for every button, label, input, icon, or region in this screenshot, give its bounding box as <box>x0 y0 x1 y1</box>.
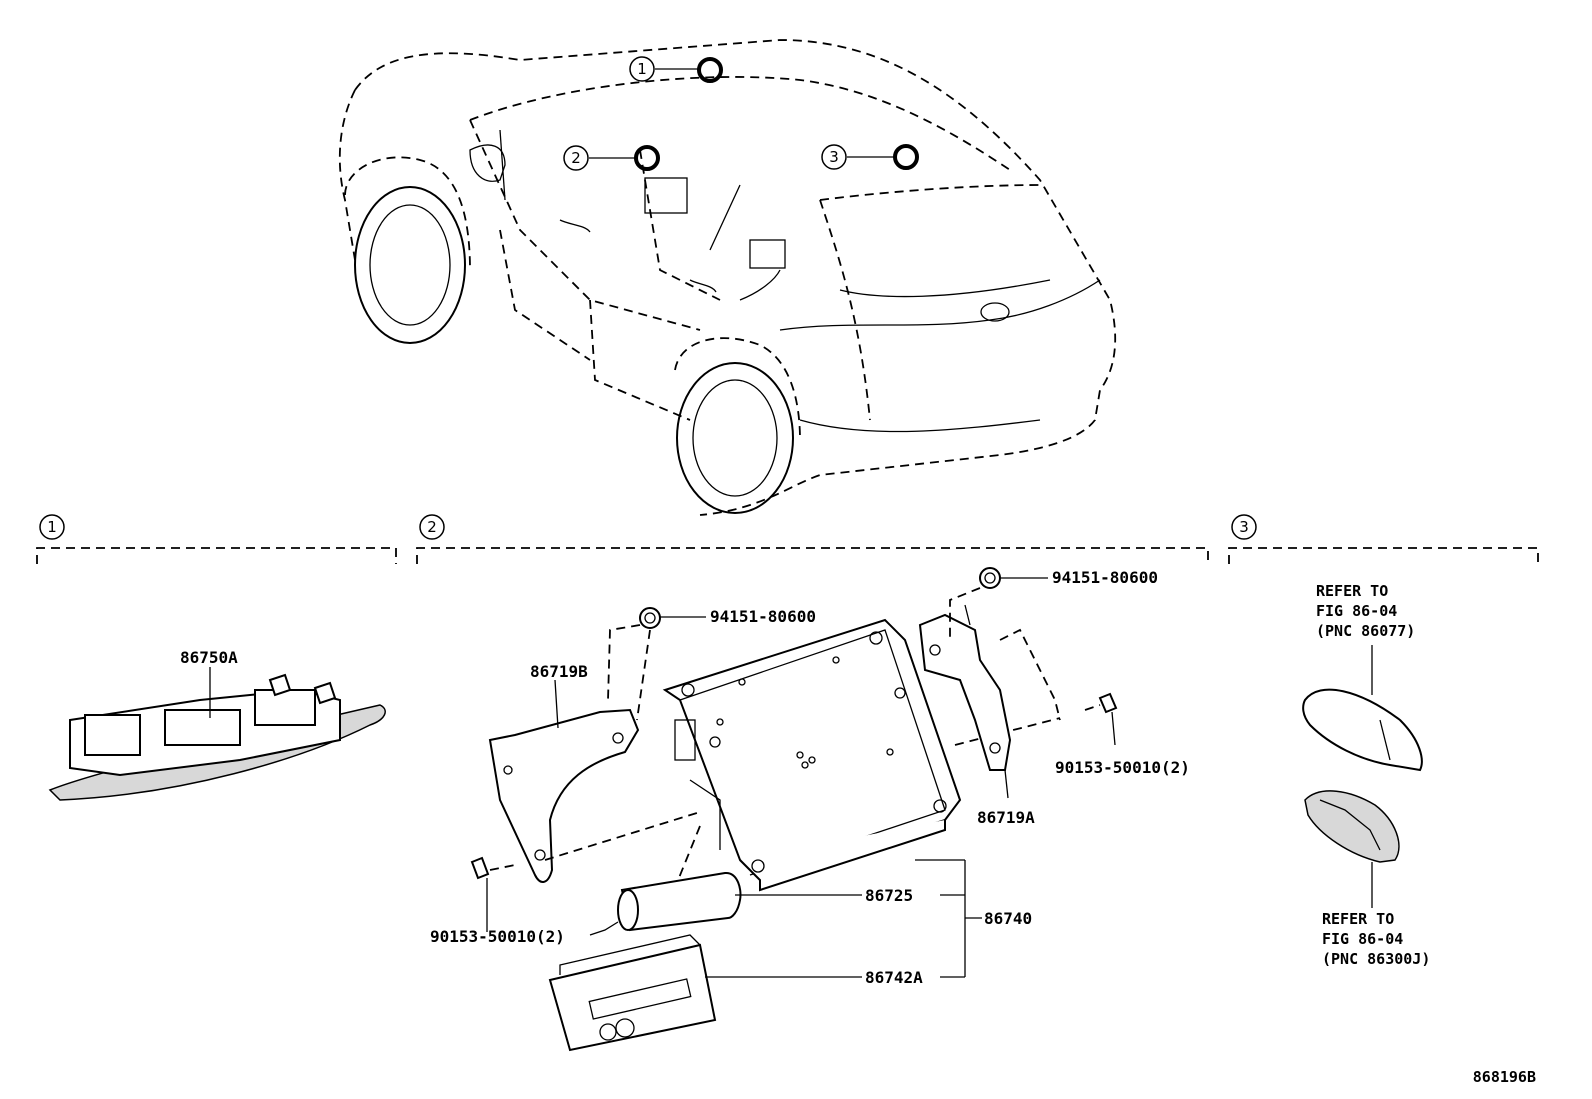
part-90153-50010-screw-right: 90153-50010(2) <box>1055 692 1190 777</box>
label-94151-80600-right: 94151-80600 <box>1052 568 1158 587</box>
part-antenna-shark-fin <box>1302 645 1423 772</box>
part-86719B-bracket: 86719B <box>488 662 640 883</box>
part-94151-80600-clip-left: 94151-80600 <box>607 607 816 721</box>
label-86719A: 86719A <box>977 808 1035 827</box>
callout-number-2: 2 <box>571 149 581 167</box>
label-86742A: 86742A <box>865 968 923 987</box>
part-90153-50010-screw-left: 90153-50010(2) <box>430 856 565 946</box>
refer-upper-line-3: (PNC 86077) <box>1316 622 1415 640</box>
group-bracket-86740: 86740 <box>915 859 1032 978</box>
label-90153-50010-right: 90153-50010(2) <box>1055 758 1190 777</box>
refer-lower-line-1: REFER TO <box>1322 910 1394 928</box>
part-94151-80600-clip-right: 94151-80600 <box>949 567 1158 721</box>
label-86725: 86725 <box>865 886 913 905</box>
section-header-2: 2 <box>416 514 1209 564</box>
section-number-2: 2 <box>427 518 437 536</box>
vehicle-illustration <box>338 39 1117 516</box>
section-header-1: 1 <box>36 514 397 564</box>
refer-lower-line-2: FIG 86-04 <box>1322 930 1403 948</box>
label-86719B: 86719B <box>530 662 588 681</box>
location-marker-3: 3 <box>821 144 919 170</box>
refer-note-lower: REFER TO FIG 86-04 (PNC 86300J) <box>1322 910 1430 968</box>
figure-id: 868196B <box>1473 1068 1536 1086</box>
location-marker-2: 2 <box>563 145 660 171</box>
part-86742A-cover: 86742A <box>548 934 923 1052</box>
location-marker-1: 1 <box>629 56 723 83</box>
callout-number-3: 3 <box>829 148 839 166</box>
section-number-1: 1 <box>47 518 57 536</box>
part-86750A-roof-console: 86750A <box>48 648 386 801</box>
part-86740-control-unit <box>662 618 962 892</box>
label-86750A: 86750A <box>180 648 238 667</box>
refer-upper-line-1: REFER TO <box>1316 582 1388 600</box>
refer-upper-line-2: FIG 86-04 <box>1316 602 1397 620</box>
part-86719A-bracket: 86719A <box>918 604 1035 827</box>
label-94151-80600-left: 94151-80600 <box>710 607 816 626</box>
label-86740: 86740 <box>984 909 1032 928</box>
refer-note-upper: REFER TO FIG 86-04 (PNC 86077) <box>1316 582 1415 640</box>
part-86725-battery: 86725 <box>589 871 913 936</box>
section-header-3: 3 <box>1228 514 1539 564</box>
refer-lower-line-3: (PNC 86300J) <box>1322 950 1430 968</box>
part-antenna-base <box>1304 790 1400 908</box>
callout-number-1: 1 <box>637 60 647 78</box>
label-90153-50010-left: 90153-50010(2) <box>430 927 565 946</box>
section-number-3: 3 <box>1239 518 1249 536</box>
